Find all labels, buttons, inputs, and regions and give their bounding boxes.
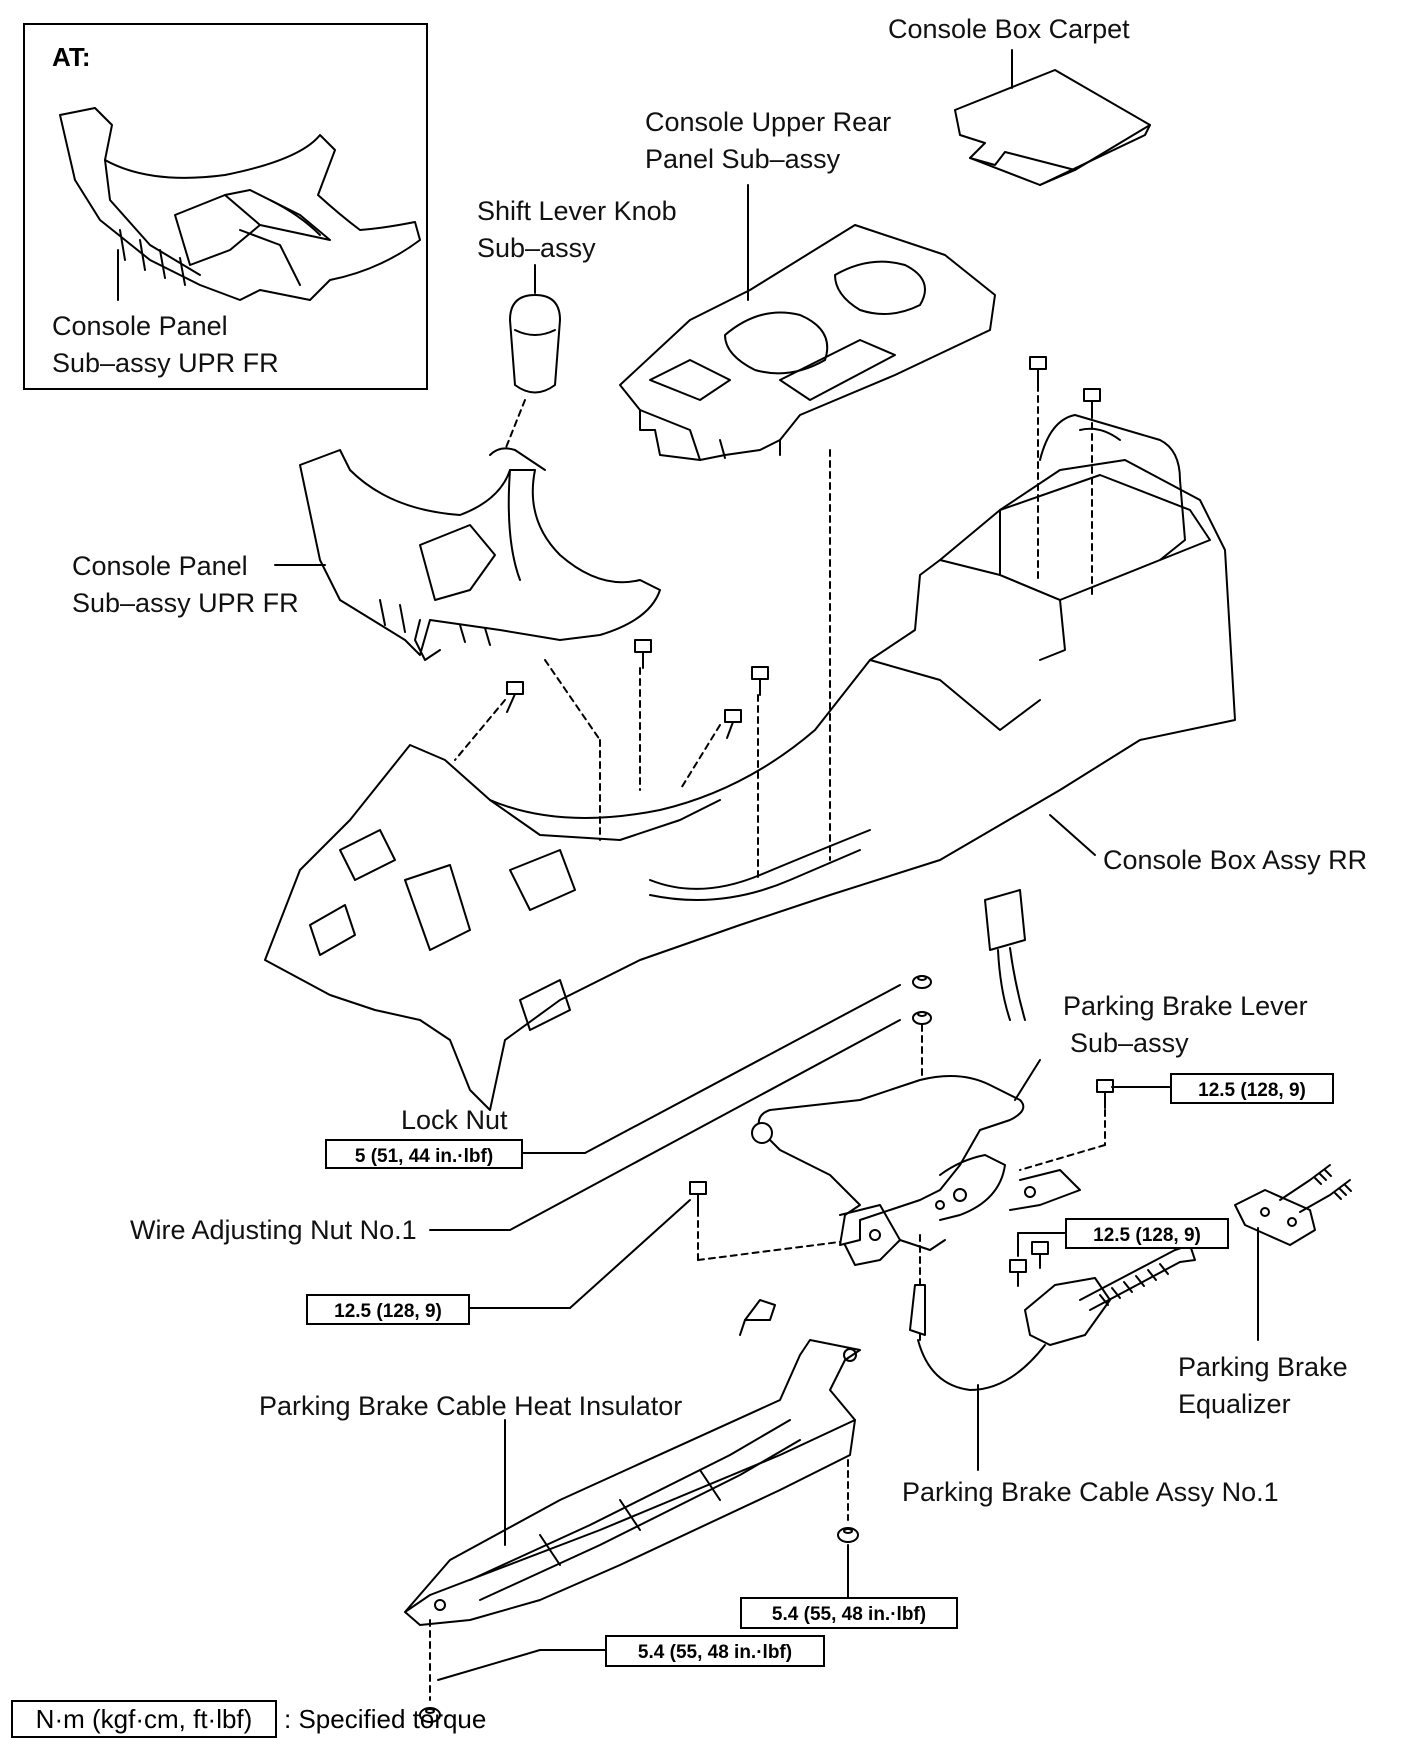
- lever-leader-line: [1014, 1059, 1041, 1101]
- label-parking-brake-lever-line1: Parking Brake Lever: [1063, 991, 1308, 1021]
- label-heat-insulator: Parking Brake Cable Heat Insulator: [259, 1391, 683, 1421]
- torque-insulator-nut-right: 5.4 (55, 48 in.·lbf): [740, 1597, 958, 1629]
- assembly-dashed-lines: [429, 384, 1106, 1701]
- bolt-hardware: [506, 356, 1114, 1287]
- label-lock-nut: Lock Nut: [401, 1105, 508, 1135]
- label-parking-brake-equalizer-line1: Parking Brake: [1178, 1352, 1348, 1382]
- console-box-carpet-drawing: [954, 69, 1151, 186]
- label-shift-knob-line1: Shift Lever Knob: [477, 196, 677, 226]
- legend-description: : Specified torque: [284, 1704, 487, 1734]
- shift-lever-knob-drawing: [509, 294, 561, 394]
- console-panel-upr-fr-drawing: [299, 447, 661, 661]
- legend-torque-format-box: N·m (kgf·cm, ft·lbf): [11, 1700, 277, 1738]
- label-console-box-assy-rr: Console Box Assy RR: [1103, 845, 1368, 875]
- label-console-upper-rear-line1: Console Upper Rear: [645, 107, 892, 137]
- parking-brake-lever-drawing: [751, 1075, 1081, 1266]
- label-shift-knob-line2: Sub–assy: [477, 233, 596, 263]
- inset-label-line2: Sub–assy UPR FR: [52, 348, 279, 378]
- label-cable-assy: Parking Brake Cable Assy No.1: [902, 1477, 1279, 1507]
- torque-lock-nut: 5 (51, 44 in.·lbf): [325, 1139, 523, 1169]
- torque-cable-bolts: 12.5 (128, 9): [1065, 1218, 1229, 1249]
- clip-drawing: [739, 1299, 776, 1336]
- knob-dashed-line: [504, 399, 526, 451]
- parking-brake-cable-drawing: [909, 1244, 1196, 1391]
- label-parking-brake-equalizer-line2: Equalizer: [1178, 1389, 1291, 1419]
- label-console-box-carpet: Console Box Carpet: [888, 14, 1130, 44]
- console-box-assy-rr-drawing: [264, 414, 1236, 1111]
- nut-hardware: [419, 975, 932, 1723]
- label-wire-adjusting-nut: Wire Adjusting Nut No.1: [130, 1215, 417, 1245]
- connector-drawing: [984, 889, 1026, 1021]
- inset-label-line1: Console Panel: [52, 311, 228, 341]
- torque-leader-lines: [429, 984, 1171, 1681]
- label-console-upper-rear-line2: Panel Sub–assy: [645, 144, 841, 174]
- inset-frame: [23, 23, 428, 390]
- label-console-panel-line1: Console Panel: [72, 551, 248, 581]
- torque-insulator-nut-bottom: 5.4 (55, 48 in.·lbf): [605, 1635, 825, 1667]
- label-console-panel-line2: Sub–assy UPR FR: [72, 588, 299, 618]
- box-assy-leader-line: [1049, 814, 1096, 856]
- torque-lever-bolt-right: 12.5 (128, 9): [1170, 1073, 1334, 1104]
- heat-insulator-drawing: [404, 1339, 861, 1626]
- inset-title: AT:: [52, 42, 91, 72]
- inset-console-panel-drawing: [59, 107, 421, 301]
- parking-brake-equalizer-drawing: [1234, 1164, 1352, 1246]
- console-upper-rear-panel-drawing: [619, 224, 996, 461]
- torque-lever-bolt-left: 12.5 (128, 9): [306, 1294, 470, 1325]
- label-parking-brake-lever-line2: Sub–assy: [1070, 1028, 1189, 1058]
